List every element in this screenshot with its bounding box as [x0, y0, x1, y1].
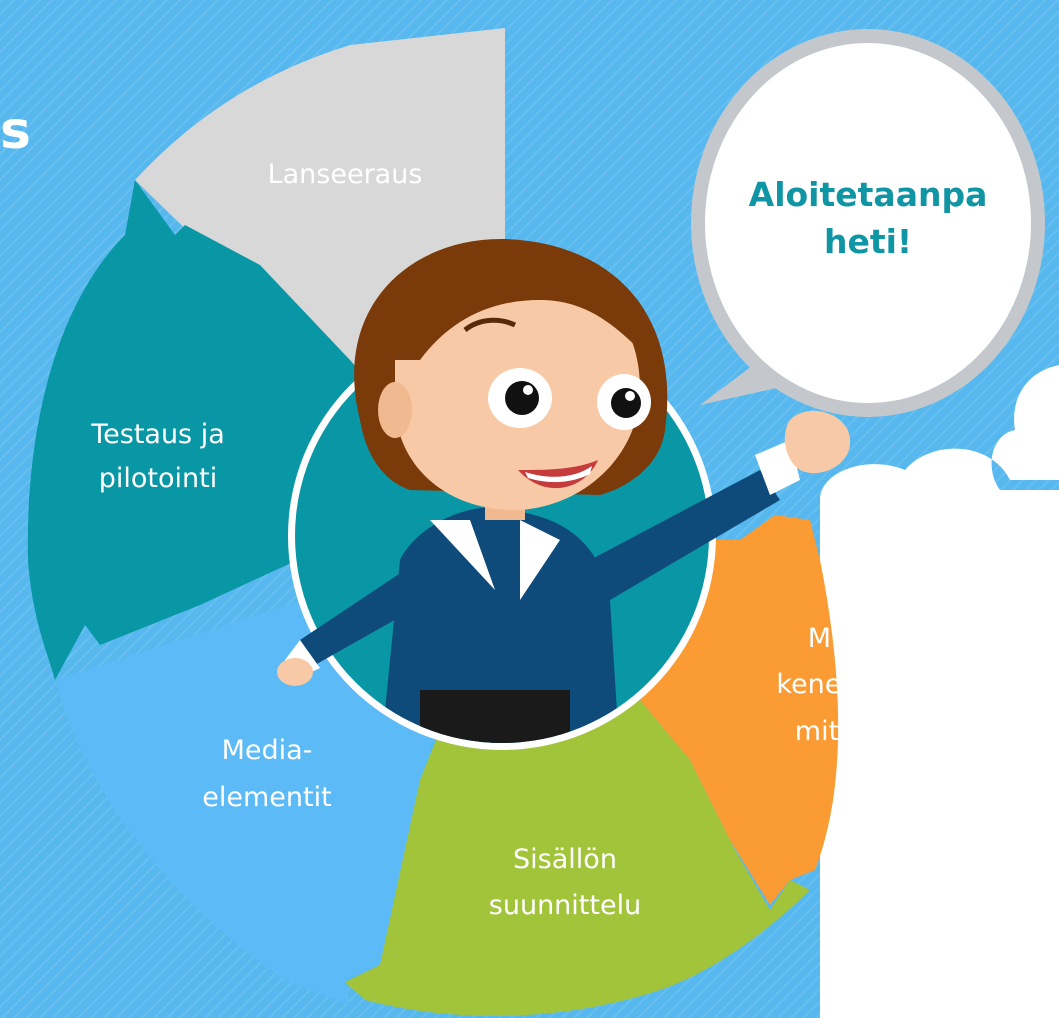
- segment-testaus[interactable]: [27, 180, 502, 680]
- speech-bubble-line-2: heti!: [824, 222, 912, 261]
- label-media-line-1: Media-: [222, 735, 313, 766]
- label-mita-line-2: kenelle ja: [776, 669, 905, 700]
- label-testaus-line-2: pilotointi: [99, 463, 217, 494]
- label-media-line-2: elementit: [202, 782, 331, 813]
- heading-fragment: s: [0, 101, 31, 161]
- segment-sisallon[interactable]: [345, 536, 810, 1017]
- speech-bubble-line-1: Aloitetaanpa: [749, 175, 988, 214]
- label-lanseeraus: Lanseeraus: [268, 159, 423, 190]
- label-sisallon-line-2: suunnittelu: [489, 890, 641, 921]
- character-illustration: [277, 239, 851, 743]
- label-mita-line-1: Mitä,: [808, 623, 875, 654]
- label-mita-line-3: miten?: [795, 716, 887, 747]
- speech-bubble: [691, 29, 1045, 417]
- label-sisallon-line-1: Sisällön: [513, 844, 617, 875]
- label-testaus-line-1: Testaus ja: [90, 419, 225, 450]
- cloud-shape: [820, 365, 1059, 1018]
